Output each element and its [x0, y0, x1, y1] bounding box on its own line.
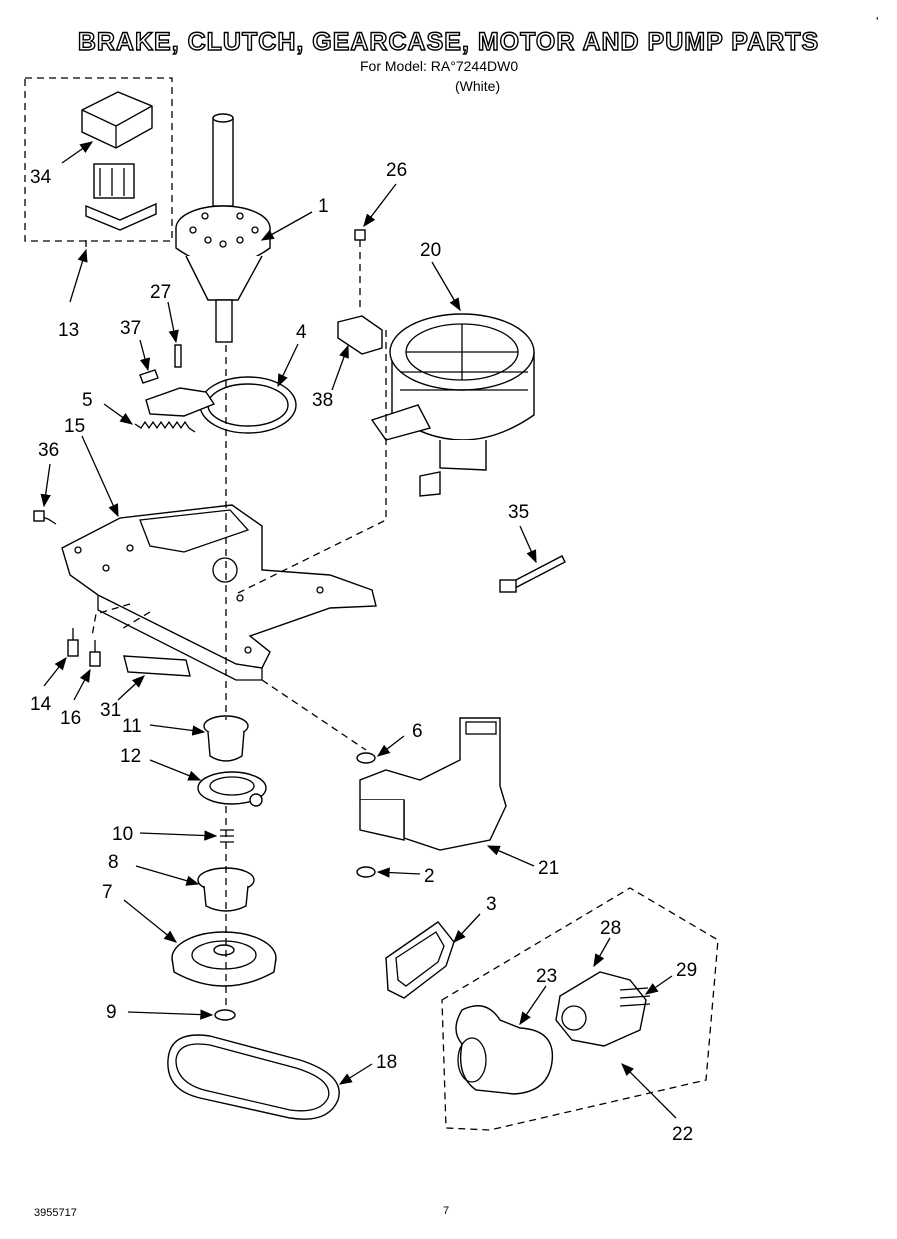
- callout-38: 38: [312, 390, 333, 411]
- callout-9: 9: [106, 1002, 117, 1023]
- callout-22: 22: [672, 1124, 693, 1145]
- callout-13: 13: [58, 320, 79, 341]
- callout-23: 23: [536, 966, 557, 987]
- part-38-bracket: [337, 315, 383, 355]
- callout-27: 27: [150, 282, 171, 303]
- callout-31: 31: [100, 700, 121, 721]
- part-3-gasket: [385, 921, 455, 999]
- part-2-washer: [356, 866, 376, 878]
- callout-3: 3: [486, 894, 497, 915]
- callout-12: 12: [120, 746, 141, 767]
- part-11-bushing: [203, 715, 249, 762]
- callout-34: 34: [30, 167, 52, 188]
- part-34-capacitor-assembly: [24, 77, 173, 242]
- part-12-retaining-ring: [197, 771, 267, 807]
- document-number: 3955717: [34, 1207, 77, 1219]
- part-27-pin: [174, 344, 182, 368]
- callout-4: 4: [296, 322, 307, 343]
- part-21-pump-bracket: [359, 717, 507, 851]
- callout-14: 14: [30, 694, 52, 715]
- motor-mount-line: [235, 330, 387, 595]
- page-number: 7: [443, 1205, 450, 1217]
- callout-29: 29: [676, 960, 697, 981]
- callout-36: 36: [38, 440, 59, 461]
- part-22-pump-assembly: [441, 887, 719, 1131]
- callout-1: 1: [318, 196, 329, 217]
- part-15-mounting-plate: [61, 504, 377, 681]
- callout-16: 16: [60, 708, 81, 729]
- callout-10: 10: [112, 824, 133, 845]
- part-1-gearcase: [175, 113, 271, 343]
- part-4-brake-band: [145, 376, 297, 434]
- callout-6: 6: [412, 721, 423, 742]
- callout-35: 35: [508, 502, 529, 523]
- part-26-screw: [354, 229, 366, 310]
- model-line: For Model: RA°7244DW0: [360, 58, 519, 74]
- screw-mount-line: [91, 603, 151, 637]
- part-5-spring: [134, 420, 196, 433]
- callout-28: 28: [600, 918, 621, 939]
- callout-37: 37: [120, 318, 141, 339]
- part-37-clip: [139, 369, 159, 384]
- part-35-cable-tie: [499, 555, 566, 593]
- part-14-screw: [67, 628, 79, 657]
- corner-mark: ': [876, 14, 879, 29]
- bracket-mount-line: [261, 679, 367, 751]
- callout-7: 7: [102, 882, 113, 903]
- part-6-washer: [356, 752, 376, 764]
- callout-21: 21: [538, 858, 559, 879]
- leader-arrows: [40, 141, 677, 1119]
- callout-8: 8: [108, 852, 119, 873]
- callout-2: 2: [424, 866, 435, 887]
- part-16-screw: [89, 640, 101, 667]
- part-9-washer: [214, 1009, 236, 1021]
- callout-20: 20: [420, 240, 441, 261]
- part-20-motor: [370, 313, 535, 497]
- callout-26: 26: [386, 160, 407, 181]
- callout-15: 15: [64, 416, 85, 437]
- callout-18: 18: [376, 1052, 397, 1073]
- callout-5: 5: [82, 390, 93, 411]
- part-18-drive-belt: [167, 1034, 340, 1120]
- callout-labels: 34 13 1 27 37 4 5 15 36 26 20 38 35 14 1…: [30, 160, 697, 1145]
- part-10-spring: [220, 829, 234, 843]
- part-36-bolt-head: [33, 510, 45, 522]
- part-31-shim: [123, 655, 191, 677]
- part-7-pulley: [171, 931, 277, 987]
- page-title: BRAKE, CLUTCH, GEARCASE, MOTOR AND PUMP …: [77, 27, 820, 56]
- callout-11: 11: [122, 716, 142, 737]
- color-line: (White): [455, 78, 501, 94]
